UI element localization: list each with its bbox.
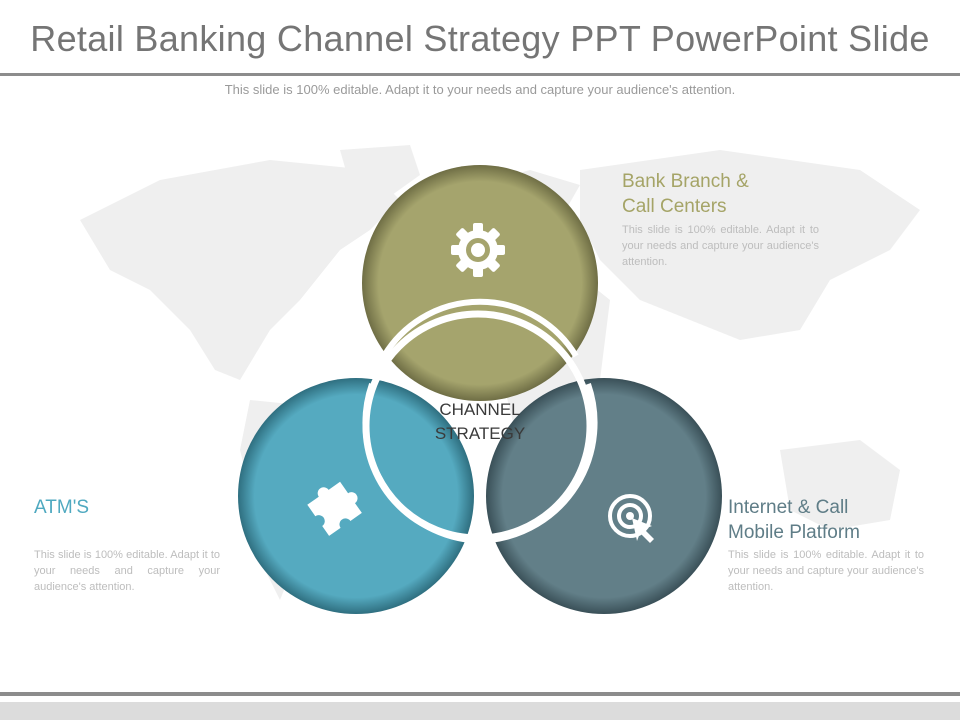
- segment-body-bank-branch: This slide is 100% editable. Adapt it to…: [622, 224, 819, 268]
- segment-title-bank-branch: Bank Branch & Call Centers: [622, 169, 822, 219]
- circle-internet: [486, 378, 722, 614]
- segment-title-internet-line1: Internet & Call: [728, 497, 849, 518]
- center-label: CHANNEL STRATEGY: [400, 398, 560, 446]
- circle-bank-branch: [362, 165, 598, 401]
- center-label-line2: STRATEGY: [434, 424, 526, 443]
- gear-icon: [451, 223, 505, 277]
- slide-subtitle: This slide is 100% editable. Adapt it to…: [224, 82, 736, 97]
- segment-body-internet: This slide is 100% editable. Adapt it to…: [728, 549, 924, 593]
- segment-body-atms: This slide is 100% editable. Adapt it to…: [34, 549, 220, 593]
- segment-title-atms: ATM'S: [34, 497, 89, 518]
- footer-bar: [0, 702, 960, 720]
- slide-title: Retail Banking Channel Strategy PPT Powe…: [30, 18, 930, 59]
- footer-divider: [0, 692, 960, 696]
- separator-arc-top: [381, 298, 579, 358]
- target-icon: [608, 494, 654, 543]
- puzzle-icon: [307, 481, 362, 536]
- segment-title-internet: Internet & Call Mobile Platform: [728, 495, 928, 545]
- segment-title-internet-line2: Mobile Platform: [728, 522, 860, 543]
- segment-title-bank-branch-line2: Call Centers: [622, 196, 727, 217]
- separator-arc-left: [362, 383, 471, 543]
- title-divider: [0, 73, 960, 76]
- segment-title-bank-branch-line1: Bank Branch &: [622, 171, 749, 192]
- separator-arc-right: [489, 383, 598, 543]
- center-label-line1: CHANNEL: [439, 400, 521, 419]
